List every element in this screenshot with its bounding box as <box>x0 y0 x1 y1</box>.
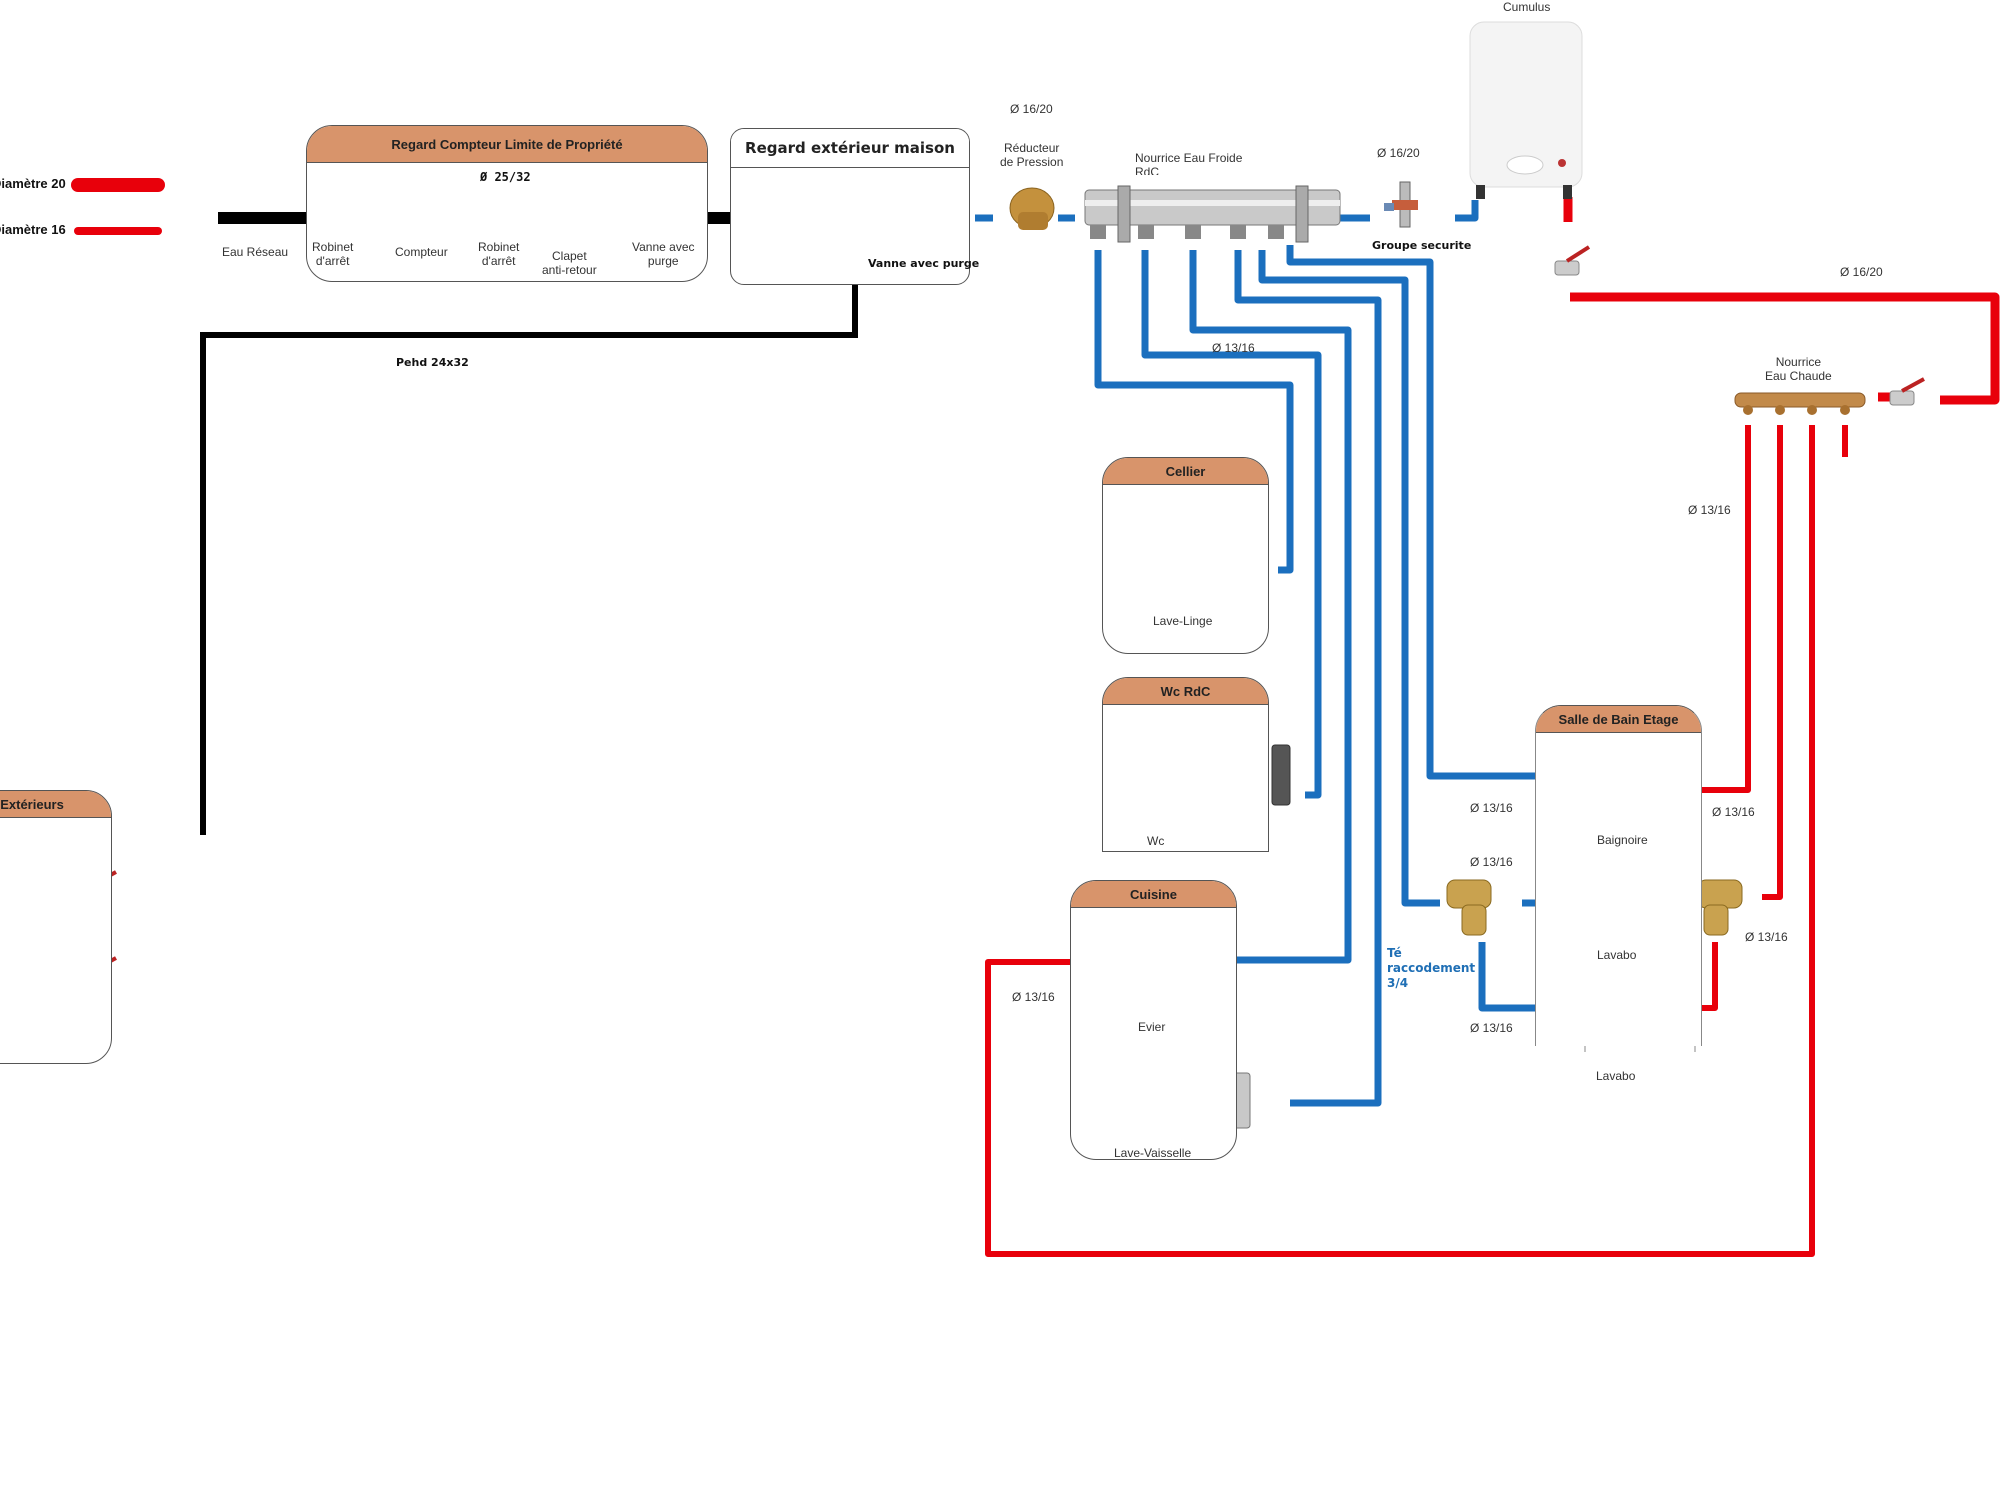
regard-compteur-title: Regard Compteur Limite de Propriété <box>307 126 707 163</box>
vanne-purge-label: Vanne avec purge <box>868 257 980 270</box>
te-raccordement-label: Té raccodement 3/4 <box>1387 946 1476 990</box>
lavabo-label-2: Lavabo <box>1596 1069 1636 1083</box>
nourrice-chaude-branch-diameter: Ø 13/16 <box>1688 503 1731 517</box>
sdb-hot-bath-diameter: Ø 13/16 <box>1712 805 1755 819</box>
reducteur-label: Réducteur de Pression <box>1000 141 1064 169</box>
item-robinet-arret-2: Robinet d'arrêt <box>478 240 520 268</box>
reducteur-diameter: Ø 16/20 <box>1010 102 1053 116</box>
supply-pipe <box>200 212 935 835</box>
lave-linge-label: Lave-Linge <box>1153 614 1213 628</box>
sdb-cold-tee-diameter: Ø 13/16 <box>1470 855 1513 869</box>
room-sdb-title: Salle de Bain Etage <box>1536 706 1701 733</box>
brass-fittings <box>4 189 1743 971</box>
groupe-securite-diameter: Ø 16/20 <box>1377 146 1420 160</box>
regard-exterieur-box: Regard extérieur maison <box>730 128 970 285</box>
room-wc: Wc RdC <box>1102 677 1269 852</box>
room-sdb: Salle de Bain Etage <box>1535 705 1702 1046</box>
supply-label: Eau Réseau <box>222 245 289 259</box>
sdb-cold-bath-diameter: Ø 13/16 <box>1470 801 1513 815</box>
room-cellier-title: Cellier <box>1103 458 1268 485</box>
sdb-cold-lavabo2-diameter: Ø 13/16 <box>1470 1021 1513 1035</box>
nourrice-froide-label: Nourrice Eau Froide RdC <box>1135 151 1243 175</box>
regard-compteur-diameter: Ø 25/32 <box>480 170 531 184</box>
room-cuisine: Cuisine <box>1070 880 1237 1160</box>
evier-label: Evier <box>1138 1020 1166 1034</box>
nourrice-chaude-label: Nourrice Eau Chaude <box>1765 355 1832 383</box>
item-compteur: Compteur <box>395 245 448 259</box>
safety-group <box>1384 181 1418 228</box>
cold-manifold <box>1084 185 1341 243</box>
regard-compteur-box: Regard Compteur Limite de Propriété <box>306 125 708 282</box>
cuisine-hot-diameter: Ø 13/16 <box>1012 990 1055 1004</box>
legend-label-d20: Diamètre 20 <box>0 176 66 191</box>
lavabo-label-1: Lavabo <box>1597 948 1637 962</box>
regard-exterieur-title: Regard extérieur maison <box>731 129 969 168</box>
cumulus-tank <box>1469 21 1583 199</box>
legend-label-d16: Diamètre 16 <box>0 222 66 237</box>
lave-vaisselle-label: Lave-Vaisselle <box>1114 1146 1192 1160</box>
baignoire-label: Baignoire <box>1597 833 1648 847</box>
room-cellier: Cellier <box>1102 457 1269 654</box>
pressure-reducer <box>1009 187 1055 230</box>
hot-line-diameter: Ø 16/20 <box>1840 265 1883 279</box>
wc-label: Wc <box>1147 834 1165 848</box>
room-exterieurs-title: Robinets Extérieurs <box>0 791 111 818</box>
room-exterieurs: Robinets Extérieurs <box>0 790 112 1064</box>
item-vanne-purge: Vanne avec purge <box>632 240 695 268</box>
hot-water-pipes <box>985 197 2000 1257</box>
item-robinet-arret-1: Robinet d'arrêt <box>312 240 354 268</box>
item-clapet: Clapet anti-retour <box>542 249 597 277</box>
room-wc-title: Wc RdC <box>1103 678 1268 705</box>
sdb-hot-tee-diameter: Ø 13/16 <box>1745 930 1788 944</box>
pehd-label: Pehd 24x32 <box>396 356 469 369</box>
hot-manifold <box>1734 392 1866 415</box>
room-cuisine-title: Cuisine <box>1071 881 1236 908</box>
groupe-securite-label: Groupe securite <box>1372 239 1472 252</box>
nourrice-froide-branch-diameter: Ø 13/16 <box>1212 341 1255 355</box>
cumulus-label: Cumulus <box>1503 0 1551 14</box>
